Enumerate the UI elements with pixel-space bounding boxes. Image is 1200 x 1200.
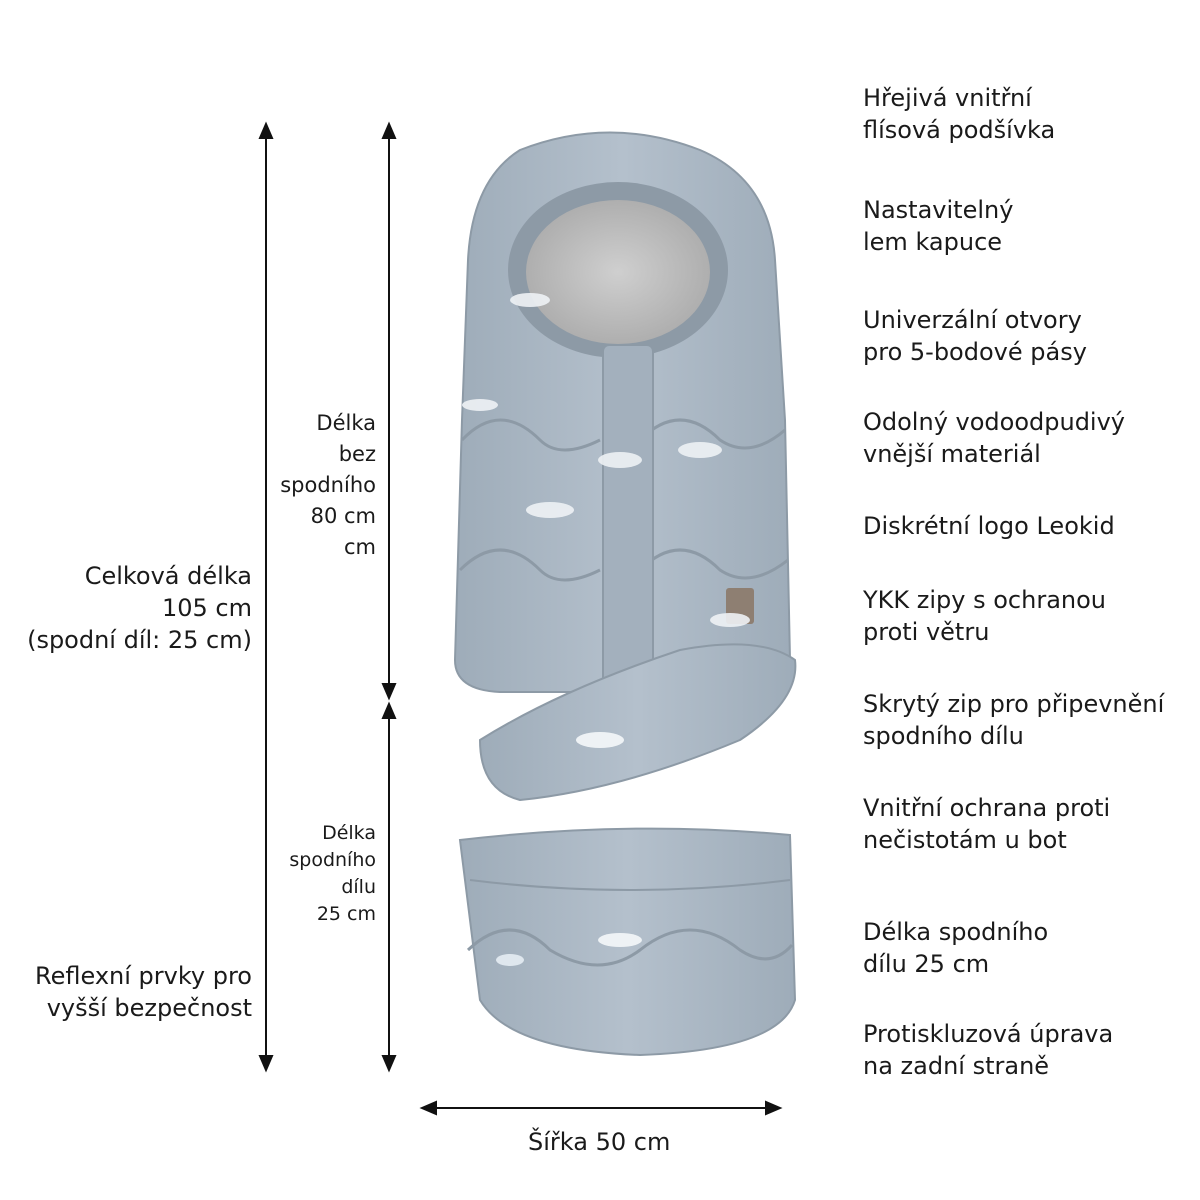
- feature-line: flísová podšívka: [863, 116, 1056, 144]
- feature-line: Délka spodního: [863, 918, 1049, 946]
- fleece-lining: [526, 200, 710, 344]
- feature-line: Diskrétní logo Leokid: [863, 512, 1115, 540]
- feature-fleece-lining: Hřejivá vnitřní flísová podšívka: [863, 82, 1055, 146]
- feature-anti-slip: Protiskluzová úprava na zadní straně: [863, 1018, 1113, 1082]
- reflective-label: Reflexní prvky pro vyšší bezpečnost: [35, 960, 252, 1024]
- feature-dirt-protection: Vnitřní ochrana proti nečistotám u bot: [863, 792, 1110, 856]
- feature-line: Odolný vodoodpudivý: [863, 408, 1125, 436]
- total-length-line3: (spodní díl: 25 cm): [27, 626, 252, 654]
- width-label: Šířka 50 cm: [528, 1128, 671, 1156]
- footmuff-lower-flap: [478, 643, 797, 802]
- lower-length-line: dílu: [341, 876, 376, 898]
- dimension-arrows: [258, 121, 783, 1116]
- feature-hidden-zip: Skrytý zip pro připevnění spodního dílu: [863, 688, 1164, 752]
- feature-line: dílu 25 cm: [863, 950, 990, 978]
- upper-length-line: 80 cm: [310, 504, 376, 528]
- upper-length-line: spodního: [280, 473, 376, 497]
- total-length-line2: 105 cm: [161, 594, 252, 622]
- feature-logo: Diskrétní logo Leokid: [863, 510, 1115, 542]
- reflective-line: Reflexní prvky pro: [35, 962, 252, 990]
- feature-line: proti větru: [863, 618, 990, 646]
- total-length-line1: Celková délka: [84, 562, 252, 590]
- feature-water-repellent: Odolný vodoodpudivý vnější materiál: [863, 406, 1125, 470]
- feature-line: Vnitřní ochrana proti: [863, 794, 1111, 822]
- feature-lower-length: Délka spodního dílu 25 cm: [863, 916, 1048, 980]
- feature-line: Skrytý zip pro připevnění: [863, 690, 1165, 718]
- feature-line: YKK zipy s ochranou: [863, 586, 1106, 614]
- feature-line: na zadní straně: [863, 1052, 1050, 1080]
- feature-line: Univerzální otvory: [863, 306, 1082, 334]
- footmuff-upper: [453, 131, 792, 693]
- feature-line: spodního dílu: [863, 722, 1024, 750]
- feature-line: vnější materiál: [863, 440, 1041, 468]
- feature-line: pro 5-bodové pásy: [863, 338, 1087, 366]
- feature-ykk-zips: YKK zipy s ochranou proti větru: [863, 584, 1106, 648]
- upper-length-line: Délka: [316, 411, 376, 435]
- feature-adjustable-hood: Nastavitelný lem kapuce: [863, 194, 1013, 258]
- reflective-line: vyšší bezpečnost: [46, 994, 252, 1022]
- feature-line: Nastavitelný: [863, 196, 1014, 224]
- lower-length-line: 25 cm: [316, 903, 376, 925]
- feature-line: Protiskluzová úprava: [863, 1020, 1114, 1048]
- feature-line: Hřejivá vnitřní: [863, 84, 1032, 112]
- lower-length-label: Délka spodního dílu 25 cm: [289, 820, 376, 928]
- footmuff-bottom-part: [458, 827, 797, 1057]
- feature-harness-openings: Univerzální otvory pro 5-bodové pásy: [863, 304, 1087, 368]
- zipper-placket: [602, 344, 654, 686]
- lower-length-line: Délka: [322, 822, 376, 844]
- reflective-element: [496, 954, 524, 966]
- upper-length-label: Délka bez spodního 80 cm cm: [280, 408, 376, 563]
- lower-length-line: spodního: [289, 849, 376, 871]
- upper-length-line: bez: [338, 442, 376, 466]
- feature-line: nečistotám u bot: [863, 826, 1067, 854]
- feature-line: lem kapuce: [863, 228, 1003, 256]
- upper-length-line: cm: [343, 535, 376, 559]
- total-length-label: Celková délka 105 cm (spodní díl: 25 cm): [27, 560, 252, 656]
